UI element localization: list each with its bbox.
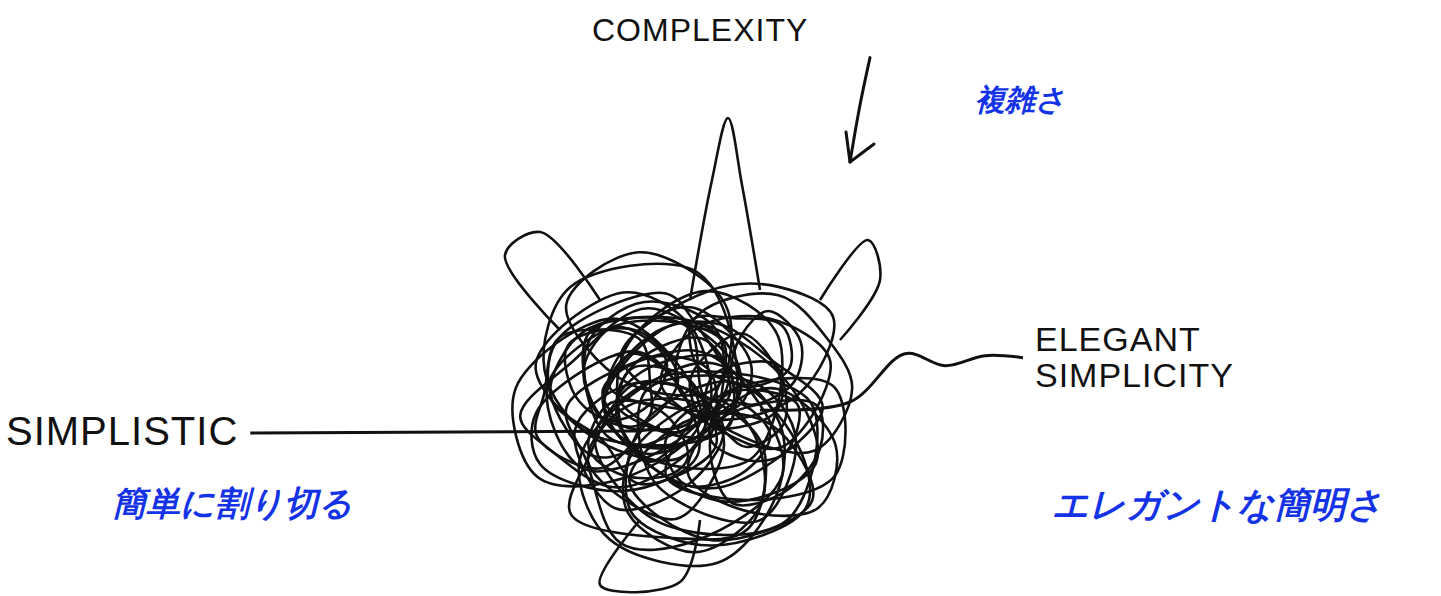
scribble-loop (629, 413, 813, 540)
scribble-group (250, 58, 1023, 593)
translation-label: 複雑さ (975, 84, 1066, 116)
term-label: COMPLEXITY (592, 14, 808, 48)
term-label: ELEGANT SIMPLICITY (1035, 322, 1250, 393)
scribble-loop (689, 316, 792, 387)
scribble-loop (569, 381, 766, 540)
scribble-spike (505, 232, 600, 330)
scribble-loop (550, 318, 717, 485)
elegant-line (760, 353, 1023, 410)
scribble-spike (690, 118, 760, 300)
translation-label: 簡単に割り切る (112, 486, 353, 522)
arrow-head (846, 132, 874, 162)
term-label: SIMPLISTIC (6, 410, 238, 452)
scribble-loop (603, 354, 692, 430)
translation-label: エレガントな簡明さ (1052, 486, 1383, 524)
scribble-loop (603, 322, 823, 489)
pointer-arrow (850, 58, 870, 162)
scribble-loop (604, 322, 818, 502)
scribble-loop (513, 319, 701, 487)
scribble-spike (820, 240, 880, 340)
scribble-spike (599, 520, 700, 592)
scribble-loop (566, 350, 784, 550)
simplistic-line (250, 427, 660, 433)
